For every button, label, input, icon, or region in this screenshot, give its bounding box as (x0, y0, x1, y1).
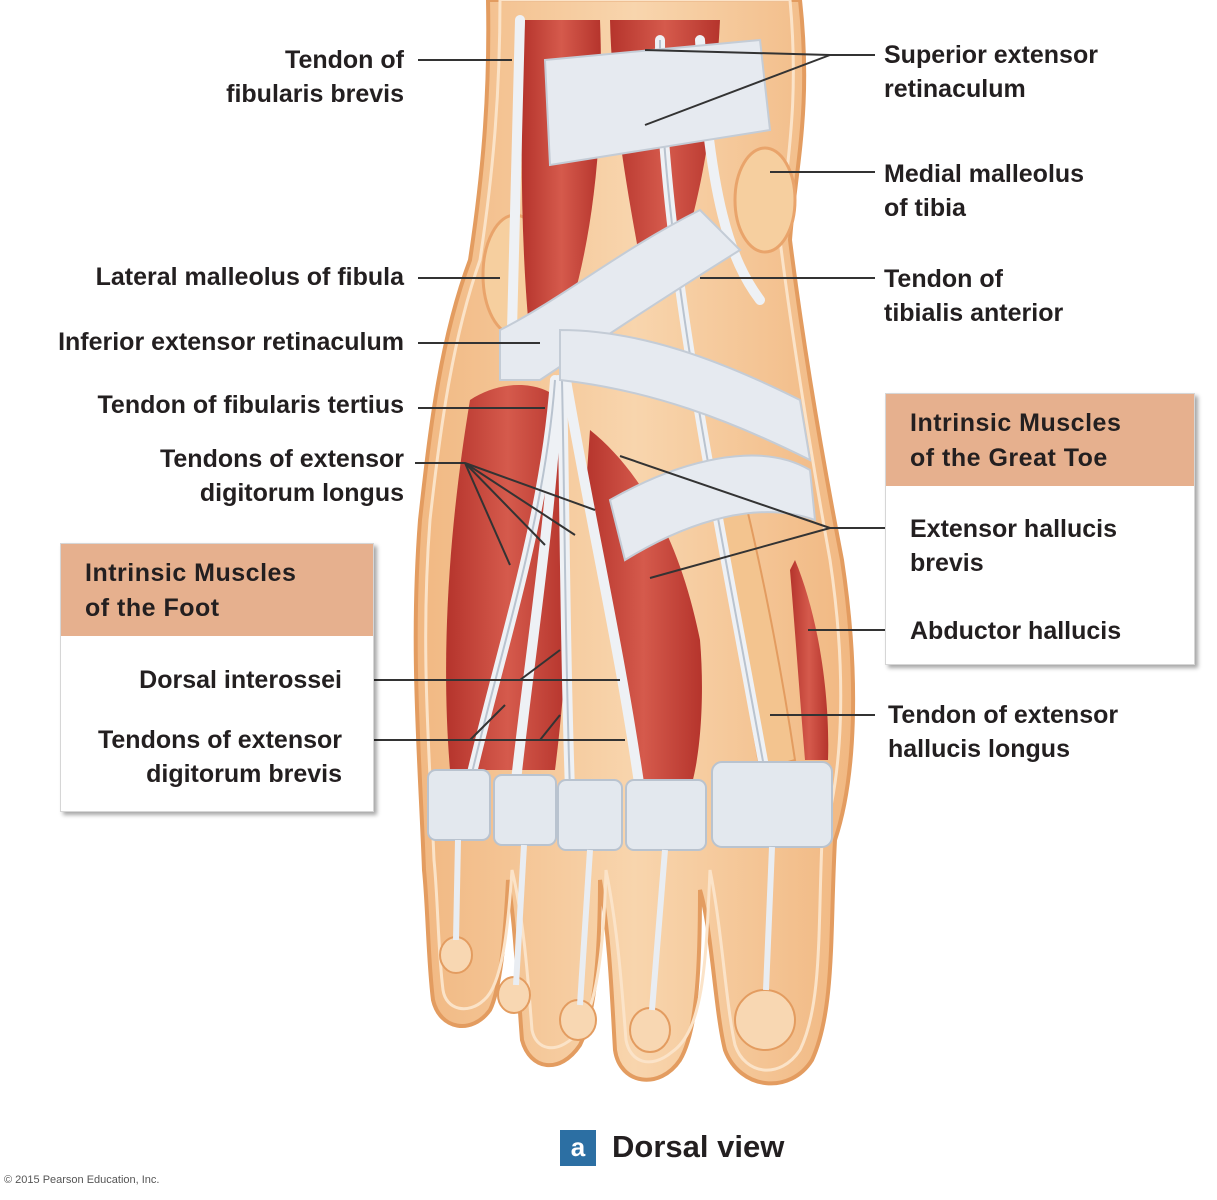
label-abductor-hallucis: Abductor hallucis (910, 617, 1122, 645)
inferior-extensor-retinaculum-lower (559, 328, 812, 462)
label-tendon-tibialis-anterior: Tendon of tibialis anterior (884, 265, 1064, 327)
great-toe-box-header: Intrinsic Muscles of the Great Toe (886, 394, 1194, 486)
great-toe-box: Intrinsic Muscles of the Great Toe (885, 393, 1195, 665)
label-inferior-extensor-retinaculum: Inferior extensor retinaculum (58, 328, 404, 356)
label-tendon-fibularis-brevis: Tendon of fibularis brevis (226, 46, 404, 108)
view-title: Dorsal view (612, 1129, 785, 1164)
label-tendons-ext-digitorum-brevis: Tendons of extensor digitorum brevis (97, 726, 342, 788)
label-tendons-ext-digitorum-longus: Tendons of extensor digitorum longus (159, 445, 404, 507)
label-lateral-malleolus: Lateral malleolus of fibula (95, 263, 404, 291)
label-tendon-fibularis-tertius: Tendon of fibularis tertius (97, 391, 404, 419)
toe-wrappings (427, 761, 833, 851)
label-tendon-ext-hallucis-longus: Tendon of extensor hallucis longus (888, 701, 1119, 763)
view-badge: a (560, 1130, 596, 1166)
medial-malleolus (733, 146, 797, 254)
label-superior-extensor-retinaculum: Superior extensor retinaculum (884, 41, 1098, 103)
leader-lines (355, 49, 898, 741)
foot-box: Intrinsic Muscles of the Foot (60, 543, 374, 812)
label-extensor-hallucis-brevis: Extensor hallucis brevis (910, 515, 1118, 577)
label-dorsal-interossei: Dorsal interossei (139, 666, 342, 694)
retinaculum-oblique (608, 454, 817, 562)
toe-tendons (453, 839, 775, 1011)
superior-extensor-retinaculum-band (543, 38, 772, 167)
label-medial-malleolus: Medial malleolus of tibia (884, 160, 1085, 222)
abductor-hallucis-muscle (790, 560, 829, 760)
copyright-notice: © 2015 Pearson Education, Inc. (4, 1174, 160, 1186)
foot-box-header: Intrinsic Muscles of the Foot (61, 544, 373, 636)
